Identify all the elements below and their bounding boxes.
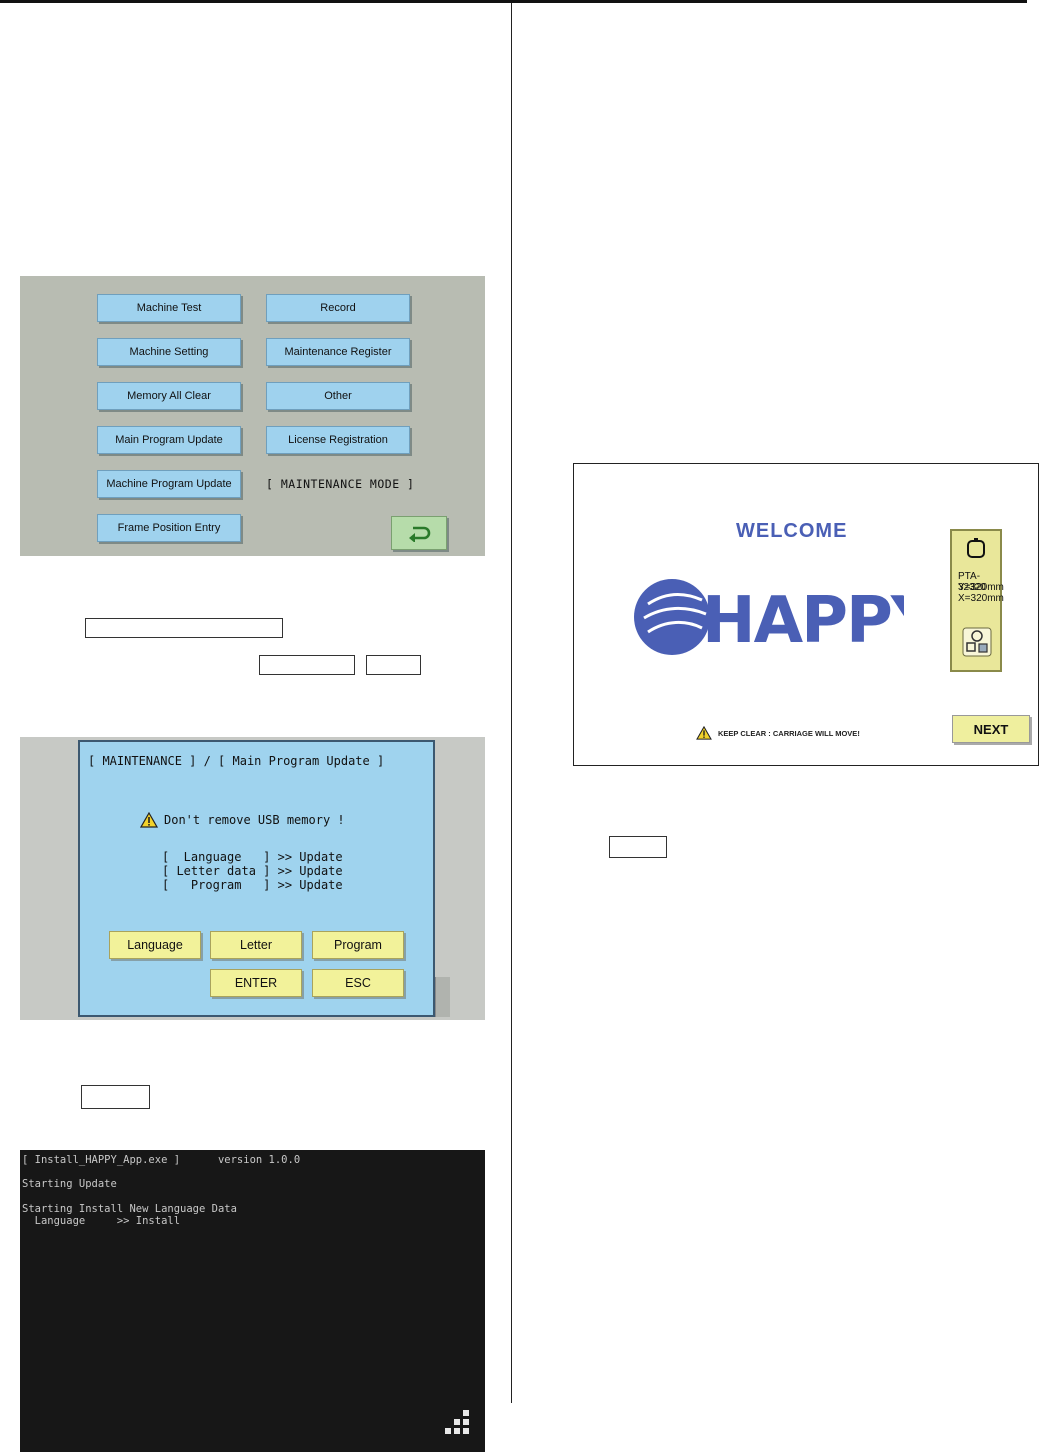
program-update-screen: [ MAINTENANCE ] / [ Main Program Update …: [20, 737, 485, 1020]
maintenance-menu-screen: Machine Test Machine Setting Memory All …: [20, 276, 485, 556]
column-divider: [511, 3, 512, 1403]
memory-all-clear-button[interactable]: Memory All Clear: [97, 382, 241, 410]
terminal-line: Language >> Install: [22, 1215, 181, 1227]
esc-button[interactable]: ESC: [312, 969, 404, 997]
warning-icon: [140, 812, 158, 828]
terminal-line: Starting Update: [22, 1178, 117, 1190]
top-rule: [0, 0, 1027, 3]
install-terminal-screen: [ Install_HAPPY_App.exe ] version 1.0.0 …: [20, 1150, 485, 1452]
back-button[interactable]: [391, 516, 447, 550]
usb-warning-text: Don't remove USB memory !: [164, 813, 345, 827]
license-registration-button[interactable]: License Registration: [266, 426, 410, 454]
language-key-ref: [259, 655, 355, 675]
record-button[interactable]: Record: [266, 294, 410, 322]
machine-setting-button[interactable]: Machine Setting: [97, 338, 241, 366]
machine-program-update-button[interactable]: Machine Program Update: [97, 470, 241, 498]
next-button[interactable]: NEXT: [952, 715, 1030, 743]
dialog-title: [ MAINTENANCE ] / [ Main Program Update …: [88, 754, 385, 768]
program-button[interactable]: Program: [312, 931, 404, 959]
next-key-ref: [609, 836, 667, 858]
status-line-language: [ Language ] >> Update: [162, 850, 343, 864]
frame-select-icon: [962, 627, 992, 657]
frame-info-card[interactable]: PTA-32320 Y=320mm X=320mm: [950, 529, 1004, 672]
terminal-line: [ Install_HAPPY_App.exe ] version 1.0.0: [22, 1154, 301, 1166]
main-program-update-key-ref: [85, 618, 283, 638]
frame-y-size: Y=320mm: [958, 582, 1004, 593]
frame-x-size: X=320mm: [958, 593, 1004, 604]
logo-wordmark: HAPPY: [702, 584, 904, 658]
other-button[interactable]: Other: [266, 382, 410, 410]
background-window-edge: [435, 977, 450, 1017]
welcome-title: WELCOME: [736, 520, 848, 542]
status-line-program: [ Program ] >> Update: [162, 878, 343, 892]
warning-icon: [696, 726, 712, 740]
frame-position-entry-button[interactable]: Frame Position Entry: [97, 514, 241, 542]
keep-clear-warning: KEEP CLEAR : CARRIAGE WILL MOVE!: [696, 726, 860, 740]
main-program-update-button[interactable]: Main Program Update: [97, 426, 241, 454]
status-line-letter: [ Letter data ] >> Update: [162, 864, 343, 878]
keep-clear-text: KEEP CLEAR : CARRIAGE WILL MOVE!: [718, 728, 860, 738]
grid-icon: [445, 1410, 469, 1434]
usb-warning: Don't remove USB memory !: [140, 812, 345, 828]
letter-key-ref: [366, 655, 421, 675]
update-dialog: [ MAINTENANCE ] / [ Main Program Update …: [78, 740, 435, 1017]
machine-test-button[interactable]: Machine Test: [97, 294, 241, 322]
happy-logo: HAPPY: [634, 579, 904, 658]
maintenance-mode-label: [ MAINTENANCE MODE ]: [266, 477, 415, 491]
enter-key-ref: [81, 1085, 150, 1109]
language-button[interactable]: Language: [109, 931, 201, 959]
welcome-screen: WELCOME HAPPY PTA-32320 Y=320mm X=320mm …: [573, 463, 1039, 766]
terminal-line: Starting Install New Language Data: [22, 1203, 237, 1215]
maintenance-register-button[interactable]: Maintenance Register: [266, 338, 410, 366]
frame-model: PTA-32320: [958, 571, 986, 593]
enter-button[interactable]: ENTER: [210, 969, 302, 997]
frame-icon: [967, 538, 985, 558]
return-arrow-icon: [409, 526, 431, 542]
letter-button[interactable]: Letter: [210, 931, 302, 959]
